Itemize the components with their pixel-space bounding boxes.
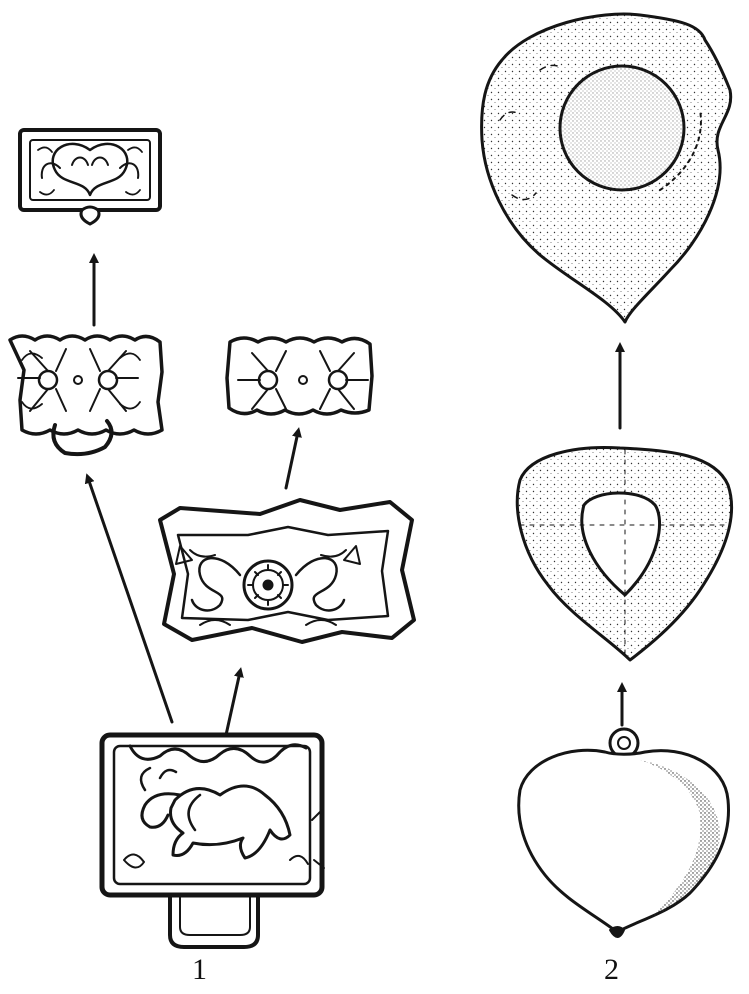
figure-label-1: 1: [192, 955, 207, 985]
pendant-with-loop: [519, 729, 729, 937]
pendant-inner-oval: [517, 447, 731, 660]
pendant-broken-boss: [482, 14, 731, 322]
group-1: [10, 130, 414, 947]
group-2: [482, 14, 732, 937]
plaque-rosettes-left: [10, 336, 162, 454]
plaque-heart-scroll: [20, 130, 160, 224]
figure-label-2: 2: [604, 955, 619, 985]
plaque-animal-relief: [102, 735, 324, 947]
plaque-rosettes-right: [227, 338, 372, 414]
plaque-large-rosette: [160, 500, 414, 642]
